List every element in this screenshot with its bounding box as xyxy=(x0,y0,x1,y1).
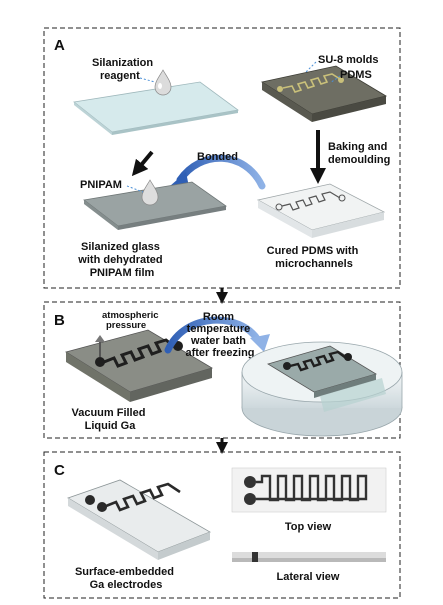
lateral-view-label: Lateral view xyxy=(277,571,340,583)
top-view-label: Top view xyxy=(285,521,332,533)
pnipam-glass-slide xyxy=(83,181,228,230)
room-temperature-label: Room temperature water bath after freezi… xyxy=(185,311,254,359)
panel-a-letter: A xyxy=(54,37,65,54)
panel-a: A Silanization reagent SU-8 molds xyxy=(43,27,401,289)
baking-demoulding-label: Baking and demoulding xyxy=(328,141,390,166)
water-bath-arrowhead xyxy=(250,334,270,352)
top-view-chip xyxy=(231,467,387,513)
surface-embedded-label: Surface-embedded Ga electrodes xyxy=(75,566,177,591)
pnipam-droplet-icon xyxy=(141,179,159,206)
water-bath-arrow xyxy=(164,316,262,354)
panel-c-frame xyxy=(43,451,401,599)
silanized-glass-label: Silanized glass with dehydrated PNIPAM f… xyxy=(77,241,165,279)
pnipam-label: PNIPAM xyxy=(80,179,122,191)
cured-pdms-label: Cured PDMS with microchannels xyxy=(267,245,362,270)
panel-b-letter: B xyxy=(54,312,65,329)
final-chip xyxy=(67,479,211,560)
su8-mold-block xyxy=(260,65,388,122)
bonded-arrow xyxy=(176,154,266,190)
arrow-glass-down xyxy=(131,150,154,177)
atmospheric-pressure-label: atmospheric pressure xyxy=(102,310,161,331)
panel-b: B atmospheric pressure Vacuum Filled Liq… xyxy=(43,301,403,439)
panel-c-letter: C xyxy=(54,462,65,479)
glass-slide-top xyxy=(73,81,239,135)
reagent-leader xyxy=(139,77,156,83)
filled-chip xyxy=(65,329,213,402)
lateral-view-chip xyxy=(232,552,386,562)
reagent-droplet-icon xyxy=(154,69,172,96)
chip-in-dish xyxy=(267,345,386,412)
panel-c: C Surface-embedded Ga electrodes Top vie… xyxy=(43,451,401,599)
pnipam-leader xyxy=(126,185,144,193)
pdms-label: PDMS xyxy=(340,69,372,81)
vacuum-filled-label: Vacuum Filled Liquid Ga xyxy=(71,407,148,432)
silanization-reagent-label: Silanization reagent xyxy=(92,57,156,82)
su8-molds-label: SU-8 molds xyxy=(318,54,379,66)
bonded-label: Bonded xyxy=(197,151,238,163)
cured-pdms-block xyxy=(256,183,386,238)
